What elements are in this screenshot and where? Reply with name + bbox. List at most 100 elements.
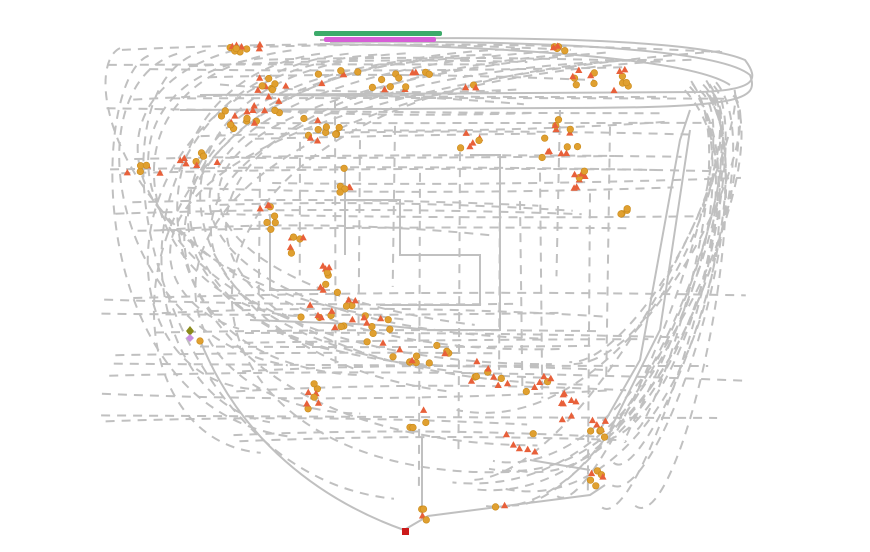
node-triangle (540, 372, 548, 380)
node-triangle (599, 473, 607, 480)
node-circle (310, 380, 318, 388)
node-triangle (377, 314, 385, 322)
graph-edge-dashed (519, 201, 524, 391)
graph-edge-solid (529, 459, 591, 471)
node-circle (297, 313, 305, 321)
graph-edge-solid (199, 339, 405, 531)
graph-edge-dashed (357, 140, 361, 336)
node-triangle (567, 412, 575, 419)
node-circle (617, 210, 625, 218)
node-circle (368, 323, 376, 331)
source-bar-magenta[interactable] (324, 37, 436, 42)
graph-edge-dashed (257, 172, 261, 317)
node-circle (335, 123, 343, 132)
node-triangle (265, 93, 273, 100)
node-triangle (213, 158, 221, 165)
node-triangle (348, 315, 356, 323)
graph-edge-dashed (569, 83, 722, 363)
graph-edge-dashed (467, 89, 737, 482)
node-triangle (304, 388, 312, 396)
node-triangle (314, 116, 322, 124)
special-nodes (186, 326, 409, 535)
graph-edge-dashed (105, 417, 528, 426)
node-circle (491, 503, 500, 511)
graph-edge-dashed (134, 154, 682, 161)
node-triangle (559, 391, 567, 398)
graph-edge-solid (403, 484, 606, 531)
node-triangle (554, 42, 562, 49)
node-triangle (360, 313, 368, 321)
node-circle (425, 359, 433, 367)
graph-edge-dashed (133, 291, 746, 300)
graph-edge-solid (199, 37, 754, 96)
graph-edge-solid (340, 199, 481, 306)
node-triangle (180, 154, 188, 161)
graph-edge-solid (269, 215, 330, 291)
graph-edge-dashed (109, 371, 748, 382)
node-triangle (286, 243, 294, 251)
graph-edge-dashed (113, 362, 709, 367)
node-triangle (466, 142, 474, 150)
graph-edge-dashed (236, 384, 627, 393)
node-triangle (441, 349, 449, 357)
node-circle (265, 74, 273, 83)
graph-edge-dashed (244, 331, 680, 339)
node-circle (314, 126, 322, 134)
graph-edge-dashed (142, 49, 395, 500)
node-circle (258, 82, 266, 90)
node-circle (243, 114, 251, 122)
graph-edge-solid (249, 319, 431, 331)
graph-edge-dashed (149, 66, 624, 72)
node-circle (422, 418, 430, 427)
node-triangle (396, 345, 404, 353)
source-node-bar[interactable] (314, 31, 442, 42)
graph-edge-dashed (106, 107, 664, 115)
node-circle (412, 352, 421, 360)
graph-edge-solid (179, 40, 754, 111)
node-triangle (571, 170, 579, 178)
graph-edge-dashed (136, 49, 407, 321)
graph-edge-dashed (169, 50, 721, 330)
node-triangle (255, 44, 263, 52)
node-triangle (558, 399, 566, 406)
node-triangle (339, 70, 347, 78)
source-bar-green[interactable] (314, 31, 442, 36)
node-triangle (588, 416, 597, 424)
graph-edge-dashed (556, 89, 715, 499)
node-triangle (256, 40, 264, 48)
graph-edge-solid (599, 109, 691, 431)
graph-edge-dashed (171, 97, 726, 100)
node-circle (369, 329, 377, 338)
node-circle (300, 114, 308, 123)
node-circle (600, 433, 609, 441)
node-triangle (363, 319, 371, 326)
node-circle (422, 516, 430, 524)
node-triangle (462, 129, 470, 136)
node-circle (287, 249, 296, 257)
node-circle (386, 325, 394, 333)
node-circle (538, 153, 546, 162)
node-triangle (256, 205, 264, 212)
graph-edge-dashed (596, 97, 717, 442)
graph-edge-dashed (146, 53, 378, 391)
node-circle (433, 341, 441, 350)
node-triangle (502, 430, 510, 438)
node-triangle (549, 43, 558, 51)
node-triangle (182, 159, 190, 167)
graph-edge-dashed (510, 85, 720, 473)
node-circle (378, 75, 386, 84)
node-circle (354, 68, 362, 76)
graph-edge-dashed (272, 176, 741, 185)
graph-edge-dashed (555, 110, 561, 277)
node-circle (322, 123, 331, 131)
node-circle (271, 212, 279, 220)
node-circle (409, 423, 417, 432)
graph-edge-dashed (632, 82, 711, 431)
node-triangle (490, 373, 498, 380)
node-circle (563, 143, 571, 151)
node-circle (573, 143, 582, 151)
node-circle (622, 78, 631, 87)
node-triangle (494, 381, 502, 388)
node-triangle (303, 400, 311, 407)
node-triangle (509, 441, 517, 448)
